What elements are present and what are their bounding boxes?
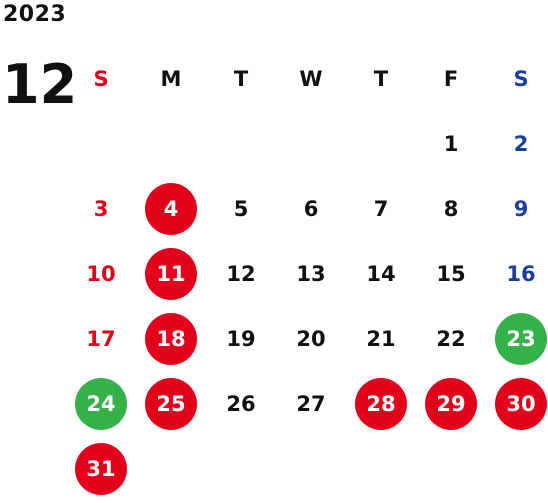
weekday-header-saturday: S — [513, 66, 529, 91]
closed-day-marker: 25 — [145, 377, 197, 430]
calendar-day-cell: 16 — [486, 241, 548, 306]
calendar-day-cell: 30 — [486, 371, 548, 436]
calendar-day-cell: 10 — [66, 241, 136, 306]
calendar-year: 2023 — [3, 2, 67, 27]
weekday-header-friday: F — [443, 66, 459, 91]
day-number: 7 — [373, 196, 389, 221]
weekday-header-sunday: S — [93, 66, 109, 91]
closed-day-marker: 28 — [355, 377, 407, 430]
calendar-day-cell: 27 — [276, 371, 346, 436]
calendar-day-cell: 18 — [136, 306, 206, 371]
day-number: 21 — [366, 326, 396, 351]
day-number: 14 — [366, 261, 396, 286]
day-number: 15 — [436, 261, 466, 286]
calendar-day-cell: 4 — [136, 176, 206, 241]
day-number: 6 — [303, 196, 319, 221]
calendar-day-cell: 2 — [486, 111, 548, 176]
day-number: 10 — [86, 261, 116, 286]
closed-day-marker: 11 — [145, 247, 197, 300]
special-day-marker: 23 — [495, 312, 547, 365]
weekday-header-thursday: T — [373, 66, 389, 91]
day-number: 1 — [443, 131, 459, 156]
calendar-day-cell: 3 — [66, 176, 136, 241]
calendar-day-cell: 20 — [276, 306, 346, 371]
calendar-day-cell: 23 — [486, 306, 548, 371]
day-number: 17 — [86, 326, 116, 351]
day-number: 5 — [233, 196, 249, 221]
special-day-marker: 24 — [75, 377, 127, 430]
calendar-day-cell: 31 — [66, 436, 136, 501]
day-number: 19 — [226, 326, 256, 351]
day-number: 26 — [226, 391, 256, 416]
day-number: 13 — [296, 261, 326, 286]
day-number: 27 — [296, 391, 326, 416]
calendar-month: 12 — [2, 53, 78, 116]
day-number: 12 — [226, 261, 256, 286]
weekday-header-wednesday: W — [299, 66, 323, 91]
day-number: 8 — [443, 196, 459, 221]
calendar-day-cell: 5 — [206, 176, 276, 241]
calendar-day-cell: 24 — [66, 371, 136, 436]
closed-day-marker: 30 — [495, 377, 547, 430]
day-number: 3 — [93, 196, 109, 221]
calendar-day-cell: 19 — [206, 306, 276, 371]
calendar-day-cell: 25 — [136, 371, 206, 436]
weekday-header-tuesday: T — [233, 66, 249, 91]
day-number: 22 — [436, 326, 466, 351]
calendar-day-cell: 7 — [346, 176, 416, 241]
calendar-day-cell: 15 — [416, 241, 486, 306]
day-number: 16 — [506, 261, 536, 286]
calendar-day-cell: 6 — [276, 176, 346, 241]
calendar-day-cell: 29 — [416, 371, 486, 436]
calendar-day-cell: 26 — [206, 371, 276, 436]
closed-day-marker: 4 — [145, 182, 197, 235]
calendar-day-cell: 14 — [346, 241, 416, 306]
calendar-day-cell: 8 — [416, 176, 486, 241]
calendar-day-cell: 21 — [346, 306, 416, 371]
calendar-day-cell: 1 — [416, 111, 486, 176]
calendar-day-cell: 12 — [206, 241, 276, 306]
day-number: 2 — [513, 131, 529, 156]
calendar-day-cell: 28 — [346, 371, 416, 436]
calendar-day-cell: 22 — [416, 306, 486, 371]
calendar-day-cell: 9 — [486, 176, 548, 241]
closed-day-marker: 18 — [145, 312, 197, 365]
closed-day-marker: 31 — [75, 442, 127, 495]
calendar-day-cell: 17 — [66, 306, 136, 371]
weekday-header-monday: M — [160, 66, 182, 91]
day-number: 9 — [513, 196, 529, 221]
calendar-day-cell: 11 — [136, 241, 206, 306]
calendar-day-cell: 13 — [276, 241, 346, 306]
closed-day-marker: 29 — [425, 377, 477, 430]
day-number: 20 — [296, 326, 326, 351]
